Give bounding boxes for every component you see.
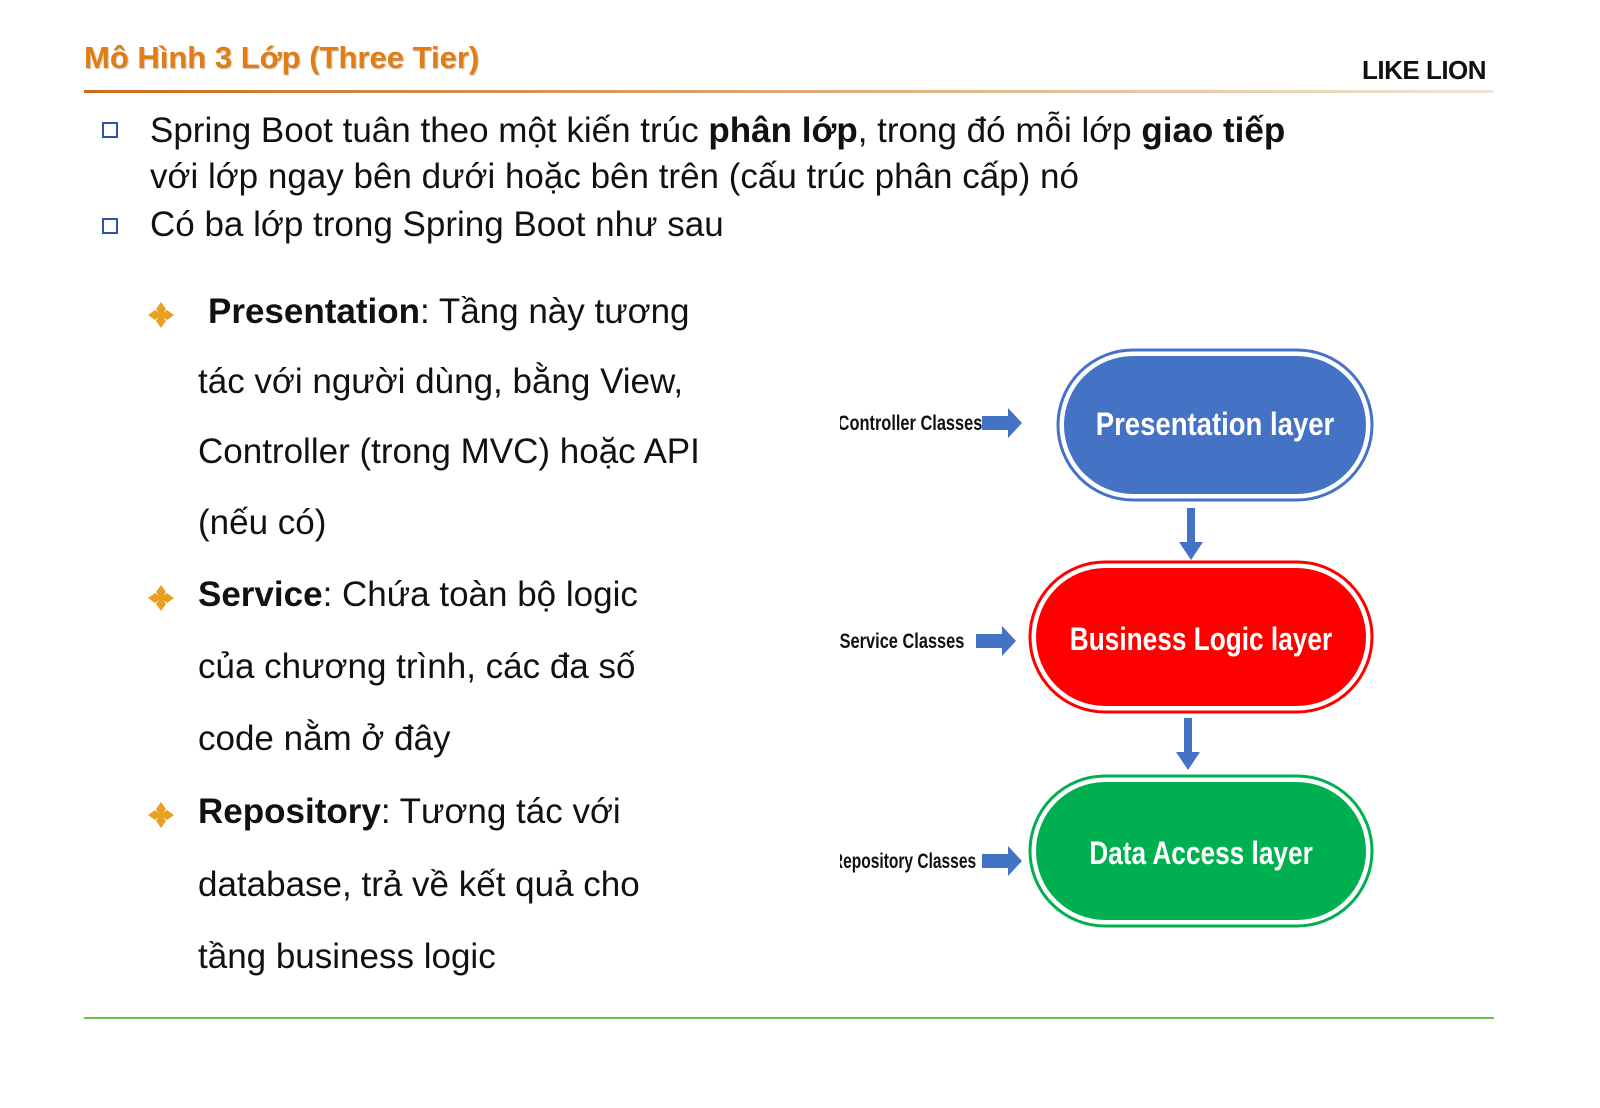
presentation-layer-label: Presentation layer: [1096, 407, 1335, 442]
layer-desc-presentation: Presentation: Tầng này tương: [208, 292, 690, 332]
layer-desc-line: tác với người dùng, bằng View,: [198, 362, 684, 401]
square-bullet-icon: [102, 122, 118, 138]
three-tier-diagram: Presentation layer Controller Classes Bu…: [840, 348, 1374, 928]
slide-title: Mô Hình 3 Lớp (Three Tier): [84, 40, 480, 75]
intro-bullet-1: Spring Boot tuân theo một kiến trúc phân…: [150, 108, 1285, 154]
service-classes-label: Service Classes: [840, 629, 964, 652]
intro-emphasis: phân lớp: [708, 111, 858, 150]
layer-desc-line: tầng business logic: [198, 937, 496, 976]
controller-classes-label: Controller Classes: [840, 411, 982, 434]
diamond-bullet-icon: [148, 802, 174, 828]
layer-desc-line: database, trả về kết quả cho: [198, 865, 640, 904]
data-access-layer-node: Data Access layer: [1028, 774, 1374, 928]
layer-desc-line: của chương trình, các đa số: [198, 647, 636, 686]
footer-divider: [84, 1017, 1494, 1019]
layer-desc-service: Service: Chứa toàn bộ logic: [198, 575, 638, 615]
business-logic-layer-node: Business Logic layer: [1028, 560, 1374, 714]
input-arrow-icon: [976, 626, 1016, 656]
layer-desc-text: : Tương tác với: [380, 792, 621, 831]
diamond-bullet-icon: [148, 585, 174, 611]
layer-desc-text: : Tầng này tương: [420, 292, 690, 331]
layer-desc-text: : Chứa toàn bộ logic: [322, 575, 638, 614]
repository-classes-label: Repository Classes: [840, 849, 976, 873]
down-arrow-icon: [1176, 718, 1200, 770]
data-access-layer-label: Data Access layer: [1089, 837, 1313, 872]
layer-name: Repository: [198, 792, 381, 831]
layer-name: Service: [198, 575, 323, 614]
header-divider: [84, 90, 1494, 93]
intro-emphasis: giao tiếp: [1141, 111, 1286, 150]
layer-desc-repository: Repository: Tương tác với: [198, 792, 621, 832]
intro-text: , trong đó mỗi lớp: [857, 111, 1142, 150]
intro-bullet-2: Có ba lớp trong Spring Boot như sau: [150, 205, 724, 244]
diamond-bullet-icon: [148, 302, 174, 328]
intro-bullet-1-cont: với lớp ngay bên dưới hoặc bên trên (cấu…: [150, 157, 1079, 196]
business-logic-layer-label: Business Logic layer: [1070, 623, 1332, 658]
layer-desc-line: Controller (trong MVC) hoặc API: [198, 432, 700, 471]
layer-name: Presentation: [208, 292, 420, 331]
down-arrow-icon: [1179, 508, 1203, 560]
presentation-layer-node: Presentation layer: [1056, 348, 1374, 502]
square-bullet-icon: [102, 218, 118, 234]
layer-desc-line: (nếu có): [198, 503, 327, 542]
layer-desc-line: code nằm ở đây: [198, 719, 451, 758]
intro-text: Spring Boot tuân theo một kiến trúc: [150, 111, 709, 150]
brand-logo: LIKE LION: [1362, 55, 1487, 85]
input-arrow-icon: [982, 408, 1022, 438]
input-arrow-icon: [982, 846, 1022, 876]
